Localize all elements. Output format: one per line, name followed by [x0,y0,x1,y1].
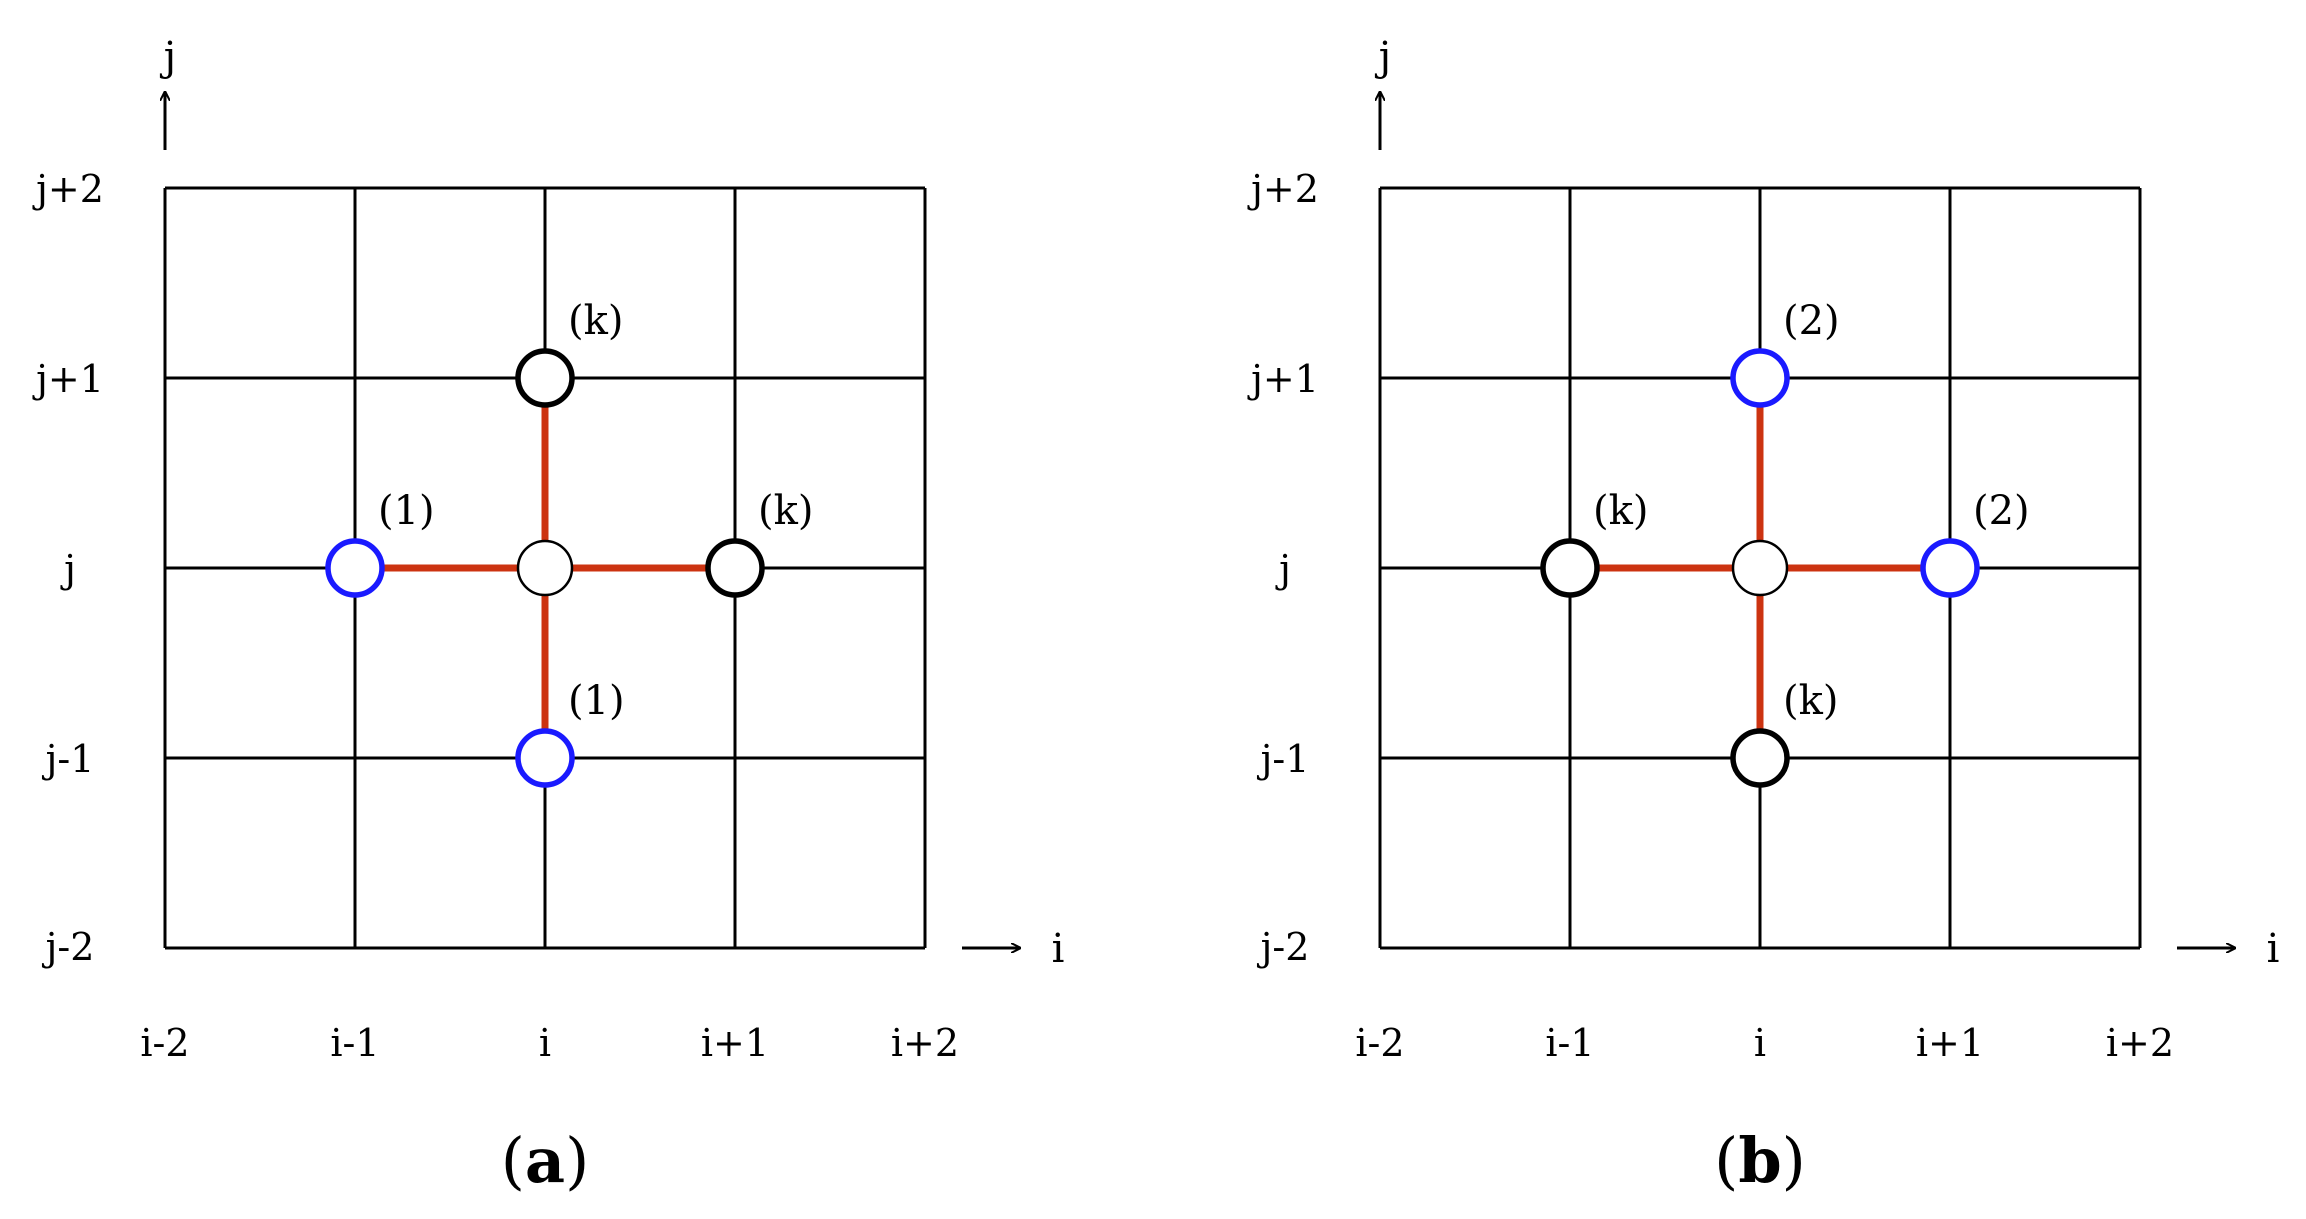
panel-a-y-axis-name: j [160,34,176,80]
panel-b-node-label-top: (2) [1783,298,1840,344]
panel-b-x-tick: i-1 [1545,1021,1594,1065]
panel-a-y-tick: j-1 [42,737,95,781]
panel-a-node-top [515,348,575,408]
panel-b-x-tick: i+2 [2106,1021,2174,1065]
panel-a-node-bottom [515,728,575,788]
panel-b: (2) (k) (2) (k) j i j+2 j+1 j j-1 j-2 i-2 i… [1247,34,2279,1197]
panel-a-node-label-right: (k) [758,488,813,534]
panel-b-node-top [1730,348,1790,408]
panel-a-nodes: (k) (1) (k) (1) [325,298,813,788]
panel-a-node-center [516,539,574,597]
panel-b-node-left [1540,538,1600,598]
panel-b-node-label-bottom: (k) [1783,678,1838,724]
panel-a-y-tick: j+1 [32,357,104,401]
panel-b-x-tick: i-2 [1355,1021,1404,1065]
panel-a-y-tick: j+2 [32,167,104,211]
panel-b-y-axis-name: j [1375,34,1391,80]
panel-b-node-label-right: (2) [1973,488,2030,534]
panel-b-y-tick: j [1275,547,1291,591]
panel-a-caption: (a) [501,1124,590,1197]
panel-b-node-center [1731,539,1789,597]
panel-a-y-tick: j-2 [42,925,95,969]
panel-a-node-label-bottom: (1) [568,678,625,724]
panel-a-x-tick: i+2 [891,1021,959,1065]
panel-b-x-axis-name: i [2267,926,2280,972]
panel-b-x-tick: i+1 [1916,1021,1984,1065]
panel-b-node-label-left: (k) [1593,488,1648,534]
panel-a-stencil [355,378,735,758]
panel-b-y-tick: j-1 [1257,737,1310,781]
panel-a-x-tick: i [539,1021,551,1065]
panel-b-y-tick: j+2 [1247,167,1319,211]
panel-a-node-right [705,538,765,598]
panel-a-x-tick: i-1 [330,1021,379,1065]
panel-a-x-tick: i-2 [140,1021,189,1065]
panel-a: (k) (1) (k) (1) j i j+2 j+1 j j-1 j-2 i-2 i… [32,34,1064,1197]
panel-a-node-label-left: (1) [378,488,435,534]
panel-b-caption: (b) [1714,1124,1806,1197]
panel-b-y-tick: j+1 [1247,357,1319,401]
panel-b-node-bottom [1730,728,1790,788]
panel-b-x-tick: i [1754,1021,1766,1065]
panel-a-y-tick: j [60,547,76,591]
panel-a-node-left [325,538,385,598]
panel-a-x-tick: i+1 [701,1021,769,1065]
panel-b-node-right [1920,538,1980,598]
panel-a-x-axis-name: i [1052,926,1065,972]
panel-a-node-label-top: (k) [568,298,623,344]
panel-b-nodes: (2) (k) (2) (k) [1540,298,2030,788]
panel-b-y-tick: j-2 [1257,925,1310,969]
panel-b-stencil [1570,378,1950,758]
